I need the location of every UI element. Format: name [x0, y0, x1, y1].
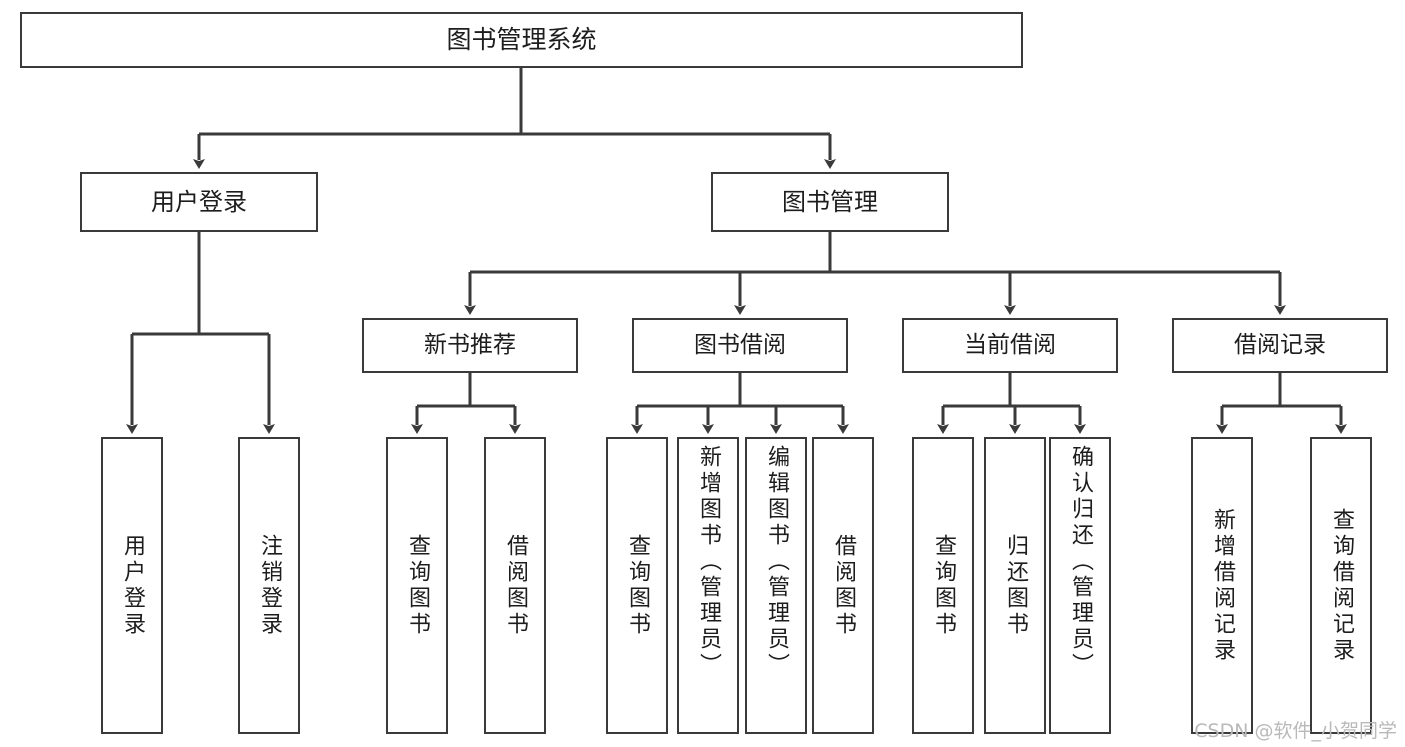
- node-label: 借阅图书: [503, 533, 528, 638]
- node-leaf-borrow-book-new[interactable]: 借阅图书: [484, 437, 546, 734]
- node-borrowing-record[interactable]: 借阅记录: [1172, 318, 1388, 373]
- node-leaf-query-borrow-record[interactable]: 查询借阅记录: [1310, 437, 1372, 734]
- node-leaf-logout[interactable]: 注销登录: [238, 437, 300, 734]
- node-leaf-query-book-borrow[interactable]: 查询图书: [606, 437, 668, 734]
- node-book-borrowing[interactable]: 图书借阅: [632, 318, 848, 373]
- node-label: 编辑图书（管理员）: [764, 445, 789, 679]
- node-root-book-management-system[interactable]: 图书管理系统: [20, 12, 1023, 68]
- node-current-borrowing[interactable]: 当前借阅: [902, 318, 1118, 373]
- node-label: 新增借阅记录: [1210, 507, 1235, 664]
- node-new-book-recommendation[interactable]: 新书推荐: [362, 318, 578, 373]
- node-label: 新书推荐: [424, 331, 516, 358]
- node-leaf-confirm-return-admin[interactable]: 确认归还（管理员）: [1049, 437, 1111, 734]
- node-user-login[interactable]: 用户登录: [80, 172, 318, 232]
- node-leaf-user-login[interactable]: 用户登录: [101, 437, 163, 734]
- watermark-text: CSDN @软件_小贺同学: [1194, 720, 1397, 742]
- node-book-management[interactable]: 图书管理: [711, 172, 949, 232]
- node-leaf-return-book[interactable]: 归还图书: [984, 437, 1046, 734]
- node-label: 注销登录: [257, 533, 282, 638]
- node-label: 确认归还（管理员）: [1068, 445, 1093, 679]
- node-leaf-edit-book-admin[interactable]: 编辑图书（管理员）: [745, 437, 807, 734]
- node-label: 借阅记录: [1234, 331, 1326, 358]
- node-label: 用户登录: [151, 187, 247, 216]
- node-leaf-add-book-admin[interactable]: 新增图书（管理员）: [677, 437, 739, 734]
- node-label: 查询图书: [625, 533, 650, 638]
- node-label: 图书管理系统: [446, 25, 597, 55]
- node-label: 图书管理: [782, 187, 878, 216]
- node-label: 图书借阅: [694, 331, 786, 358]
- node-leaf-query-book-new[interactable]: 查询图书: [386, 437, 448, 734]
- node-label: 查询借阅记录: [1329, 507, 1354, 664]
- node-label: 用户登录: [120, 533, 145, 638]
- node-label: 借阅图书: [831, 533, 856, 638]
- node-label: 查询图书: [931, 533, 956, 638]
- node-leaf-borrow-book[interactable]: 借阅图书: [812, 437, 874, 734]
- node-label: 新增图书（管理员）: [696, 445, 721, 679]
- node-leaf-query-book-current[interactable]: 查询图书: [912, 437, 974, 734]
- node-label: 当前借阅: [964, 331, 1056, 358]
- node-leaf-add-borrow-record[interactable]: 新增借阅记录: [1191, 437, 1253, 734]
- node-label: 查询图书: [405, 533, 430, 638]
- node-label: 归还图书: [1003, 533, 1028, 638]
